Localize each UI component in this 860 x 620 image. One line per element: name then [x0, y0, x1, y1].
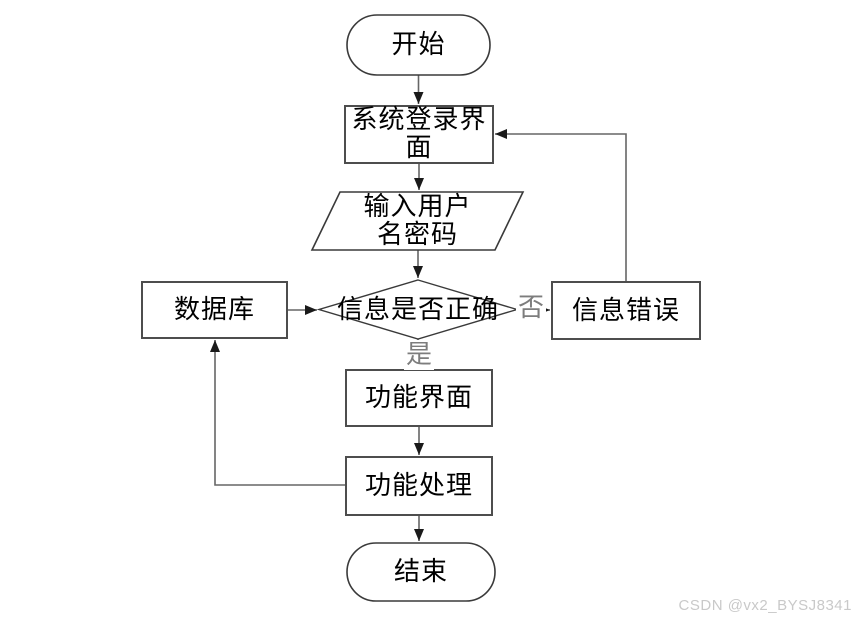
login-process-shape: [344, 105, 494, 164]
error-process-shape: [551, 281, 701, 340]
node-error-label: 信息错误: [571, 295, 680, 325]
function-ui-process-shape: [345, 369, 493, 427]
csdn-watermark: CSDN @vx2_BYSJ8341: [678, 597, 852, 614]
end-terminator-shape: [346, 542, 496, 602]
edge-label-no: 否: [516, 292, 546, 324]
node-end-label: 结束: [393, 557, 448, 586]
node-start-label: 开始: [391, 30, 446, 59]
node-login-label: 系统登录界 面: [345, 105, 493, 163]
edge-function-process-to-database: [210, 340, 346, 486]
node-database-label: 数据库: [173, 295, 255, 324]
node-function-ui-label: 功能界面: [364, 383, 473, 412]
node-decision-label: 信息是否正确: [336, 294, 499, 324]
node-input-label-line1: 输入用户: [363, 192, 472, 221]
node-input-label: 输入用户 名密码: [312, 192, 523, 250]
node-function-process-label: 功能处理: [364, 471, 473, 500]
node-login-label-line1: 系统登录界: [351, 105, 487, 134]
decision-diamond-shape: [316, 279, 520, 340]
node-input-label-line2: 名密码: [376, 220, 458, 249]
edge-error-to-login: [495, 129, 627, 282]
function-process-process-shape: [345, 456, 493, 516]
database-process-shape: [141, 281, 288, 339]
input-io-parallelogram-shape: [310, 191, 525, 251]
edge-label-yes: 是: [404, 340, 434, 370]
node-login-label-line2: 面: [405, 133, 433, 162]
start-terminator-shape: [346, 14, 491, 76]
